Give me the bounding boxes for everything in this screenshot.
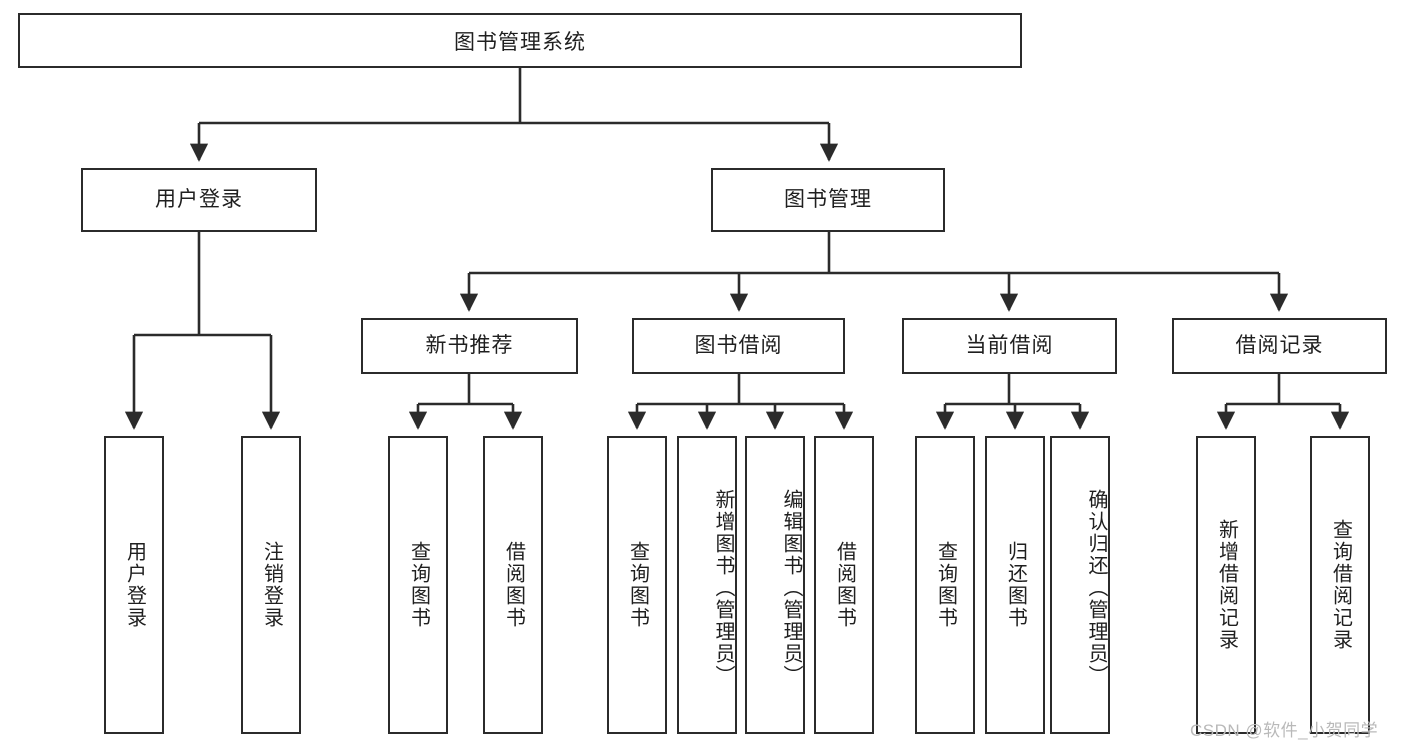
node-current-borrow[interactable]: 当前借阅	[902, 318, 1117, 374]
watermark: CSDN @软件_小贺同学	[1190, 721, 1379, 740]
node-borrow-record[interactable]: 借阅记录	[1172, 318, 1387, 374]
leaf-edit-book-admin[interactable]: 编辑图书（管理员）	[745, 436, 805, 734]
leaf-add-borrow-record[interactable]: 新增借阅记录	[1196, 436, 1256, 734]
node-user-login[interactable]: 用户登录	[81, 168, 317, 232]
leaf-logout-login[interactable]: 注销登录	[241, 436, 301, 734]
leaf-query-book-new[interactable]: 查询图书	[388, 436, 448, 734]
leaf-borrow-book[interactable]: 借阅图书	[814, 436, 874, 734]
node-book-management[interactable]: 图书管理	[711, 168, 945, 232]
node-new-book-recommend[interactable]: 新书推荐	[361, 318, 578, 374]
leaf-add-book-admin[interactable]: 新增图书（管理员）	[677, 436, 737, 734]
leaf-query-book[interactable]: 查询图书	[607, 436, 667, 734]
leaf-query-book-current[interactable]: 查询图书	[915, 436, 975, 734]
leaf-user-login[interactable]: 用户登录	[104, 436, 164, 734]
node-book-borrow[interactable]: 图书借阅	[632, 318, 845, 374]
leaf-query-borrow-record[interactable]: 查询借阅记录	[1310, 436, 1370, 734]
node-root[interactable]: 图书管理系统	[18, 13, 1022, 68]
leaf-confirm-return-admin[interactable]: 确认归还（管理员）	[1050, 436, 1110, 734]
leaf-borrow-book-new[interactable]: 借阅图书	[483, 436, 543, 734]
leaf-return-book[interactable]: 归还图书	[985, 436, 1045, 734]
